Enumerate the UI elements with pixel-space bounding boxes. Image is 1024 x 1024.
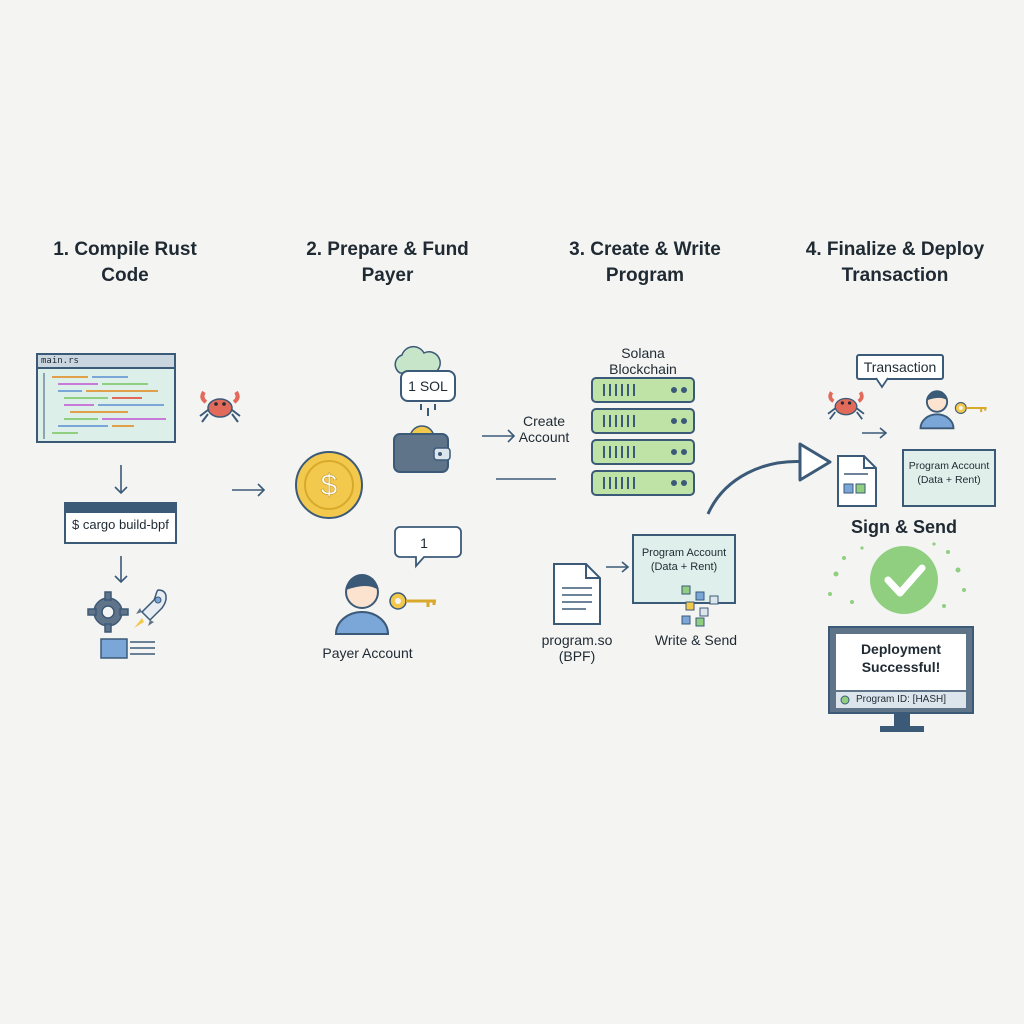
- arrow-down-icon: [114, 465, 128, 495]
- code-lines: [43, 373, 166, 439]
- curved-arrow-icon: [706, 442, 832, 515]
- create-account-label: Create Account: [518, 413, 570, 445]
- svg-text:$: $: [321, 469, 338, 502]
- step-4-title: 4. Finalize & Deploy Transaction: [805, 239, 985, 286]
- deployment-status-text: Deployment Successful!: [860, 641, 942, 675]
- blockchain-label: Solana Blockchain: [609, 345, 677, 377]
- crab-icon-2: [827, 391, 865, 420]
- document-icon: [837, 455, 877, 507]
- program-id-bar: [836, 692, 966, 708]
- binary-output-icon: [100, 638, 155, 659]
- code-editor-window: main.rs: [36, 353, 176, 443]
- step-3-title: 3. Create & Write Program: [569, 239, 721, 286]
- signer-avatar-icon: [919, 390, 955, 430]
- key-icon: [389, 592, 436, 610]
- arrow-right-icon: [232, 483, 266, 497]
- program-account-box: Program Account (Data + Rent): [632, 534, 736, 604]
- monitor-display: [836, 634, 966, 690]
- step-2-title: 2. Prepare & Fund Payer: [306, 239, 469, 286]
- sol-amount-bubble: 1 SOL: [400, 370, 456, 402]
- payer-account-label: Payer Account: [322, 645, 413, 661]
- sign-send-label: Sign & Send: [850, 517, 957, 537]
- arrow-right-icon-2: [482, 429, 516, 443]
- program-id-text: Program ID: [HASH]: [856, 694, 947, 705]
- arrow-right-icon-3: [606, 561, 630, 573]
- program-account-text-2: Program Account (Data + Rent): [908, 460, 990, 486]
- status-dot-icon: [840, 695, 850, 705]
- payer-avatar-icon: [334, 574, 390, 635]
- transfer-dashes: [420, 404, 436, 416]
- program-account-box-2: Program Account (Data + Rent): [902, 449, 996, 507]
- step-1-title: 1. Compile Rust Code: [53, 239, 197, 286]
- cloud-icon: [394, 345, 441, 374]
- program-account-text: Program Account (Data + Rent): [641, 547, 727, 573]
- data-blocks-icon: [681, 585, 719, 627]
- payment-bubble-shape: [394, 526, 462, 569]
- key-icon-2: [954, 402, 987, 414]
- write-send-label: Write & Send: [654, 632, 738, 648]
- monitor-screen: Deployment Successful! Program ID: [HASH…: [828, 626, 974, 714]
- gear-icon: [87, 591, 129, 633]
- success-check-icon: [828, 542, 966, 614]
- wallet-icon: [393, 425, 451, 473]
- arrow-right-icon-4: [862, 427, 888, 439]
- transaction-bubble: Transaction: [856, 354, 944, 380]
- terminal-command: $ cargo build-bpf: [64, 502, 177, 544]
- terminal-command-text: $ cargo build-bpf: [72, 517, 169, 532]
- program-file-icon: [553, 563, 601, 625]
- monitor-stand: [880, 714, 924, 732]
- connector-line: [496, 478, 556, 480]
- program-file-label: program.so (BPF): [541, 632, 613, 664]
- terminal-title-bar: [66, 504, 175, 513]
- payment-bubble-text: 1: [420, 535, 428, 551]
- crab-icon: [199, 390, 241, 423]
- dollar-coin-icon: $: [295, 451, 363, 519]
- editor-file-name: main.rs: [38, 355, 174, 369]
- rocket-icon: [134, 589, 167, 628]
- bubble-tail: [875, 377, 889, 389]
- arrow-down-icon-2: [114, 556, 128, 584]
- server-stack-icon: [591, 377, 695, 496]
